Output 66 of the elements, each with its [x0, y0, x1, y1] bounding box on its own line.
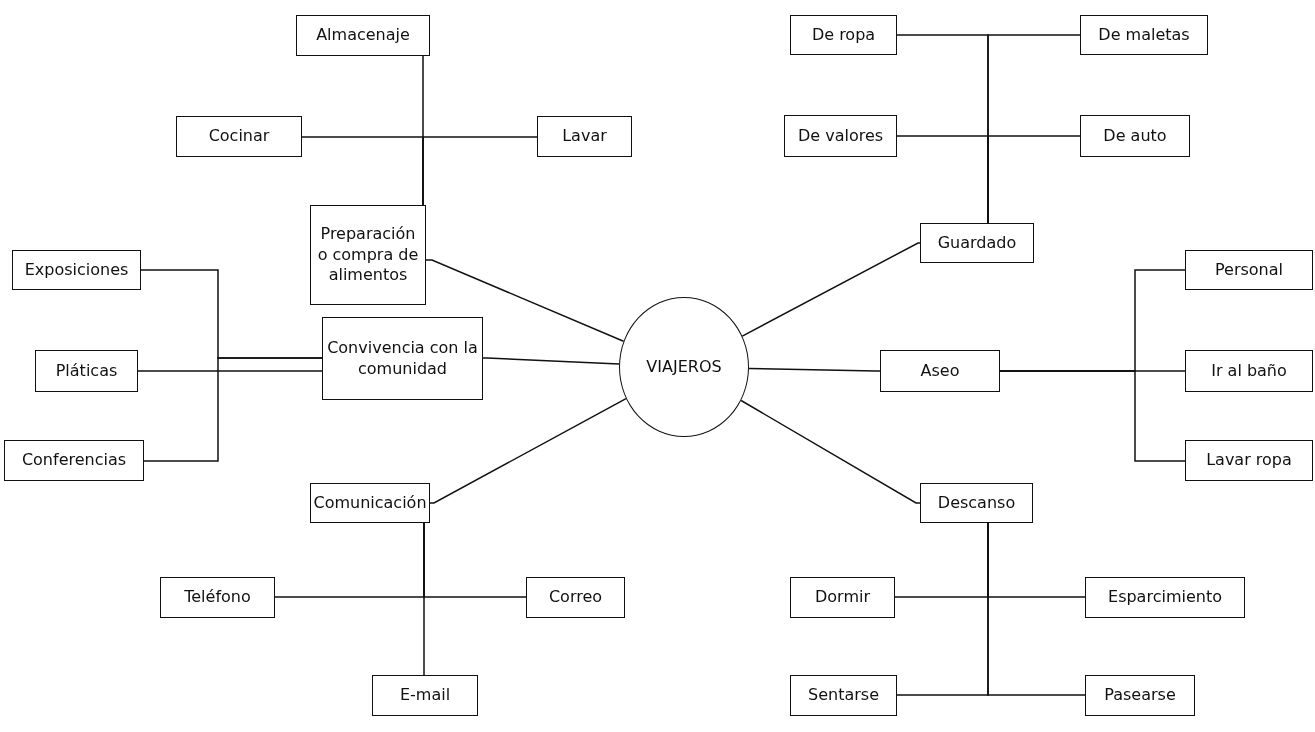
topic-box [790, 15, 897, 55]
node-label: De ropa [811, 24, 876, 46]
node-label: E-mail [399, 685, 451, 706]
node-label: Comunicación [313, 492, 427, 514]
connector-line [425, 259, 625, 343]
node-label: Pasearse [1104, 685, 1176, 706]
node-label: Guardado [937, 232, 1017, 254]
topic-box [12, 250, 141, 290]
node-label: Lavar ropa [1206, 450, 1292, 471]
node-label: Ir al baño [1211, 360, 1287, 382]
node-label: Sentarse [808, 685, 879, 706]
topic-box [920, 223, 1034, 263]
node-label: Almacenaje [316, 25, 410, 46]
topic-box [1185, 350, 1313, 392]
node-label: De maletas [1098, 24, 1190, 46]
connector-line [740, 399, 921, 504]
topic-box [310, 205, 426, 305]
connector-line [987, 135, 1081, 224]
topic-box [310, 483, 430, 523]
node-label: Aseo [920, 360, 960, 382]
topic-box [784, 115, 897, 157]
topic-box [920, 483, 1033, 523]
topic-box [4, 440, 144, 481]
node-label: Teléfono [184, 587, 251, 608]
topic-box [176, 116, 302, 157]
node-label: Correo [548, 587, 603, 608]
connector-line [987, 522, 1086, 696]
topic-box [1185, 440, 1313, 481]
node-label: Descanso [937, 492, 1016, 514]
connector-line [429, 397, 627, 504]
node-label: Pláticas [55, 360, 118, 382]
topic-box [35, 350, 138, 392]
node-label: De valores [797, 125, 884, 147]
connector-line [482, 357, 620, 365]
connector-line [748, 367, 881, 372]
connector-line [137, 370, 323, 372]
topic-box [1085, 675, 1195, 716]
connector-line [423, 522, 425, 676]
node-label: Dormir [815, 587, 870, 608]
topic-box [1085, 577, 1245, 618]
connector-line [422, 136, 538, 206]
node-label: VIAJEROS [646, 356, 722, 378]
node-label: Exposiciones [24, 259, 129, 281]
node-label: Cocinar [208, 126, 270, 147]
topic-box [1080, 115, 1190, 157]
topic-box [1080, 15, 1208, 55]
topic-box [537, 116, 632, 157]
topic-box [322, 317, 483, 400]
node-label: Personal [1215, 259, 1283, 281]
topic-box [790, 577, 895, 618]
node-label: Esparcimiento [1108, 587, 1222, 608]
topic-box [1185, 250, 1313, 290]
connector-line [999, 370, 1186, 462]
node-label: Preparación o compra de alimentos [316, 223, 420, 287]
connector-line [143, 357, 323, 462]
topic-box [372, 675, 478, 716]
topic-box [296, 15, 430, 56]
node-label: Lavar [562, 126, 607, 147]
node-label: Convivencia con la comunidad [327, 337, 478, 380]
connector-line [741, 242, 921, 337]
topic-box [160, 577, 275, 618]
topic-box [790, 675, 897, 716]
topic-box [526, 577, 625, 618]
node-label: De auto [1103, 125, 1167, 147]
topic-box [880, 350, 1000, 392]
node-label: Conferencias [21, 450, 127, 471]
